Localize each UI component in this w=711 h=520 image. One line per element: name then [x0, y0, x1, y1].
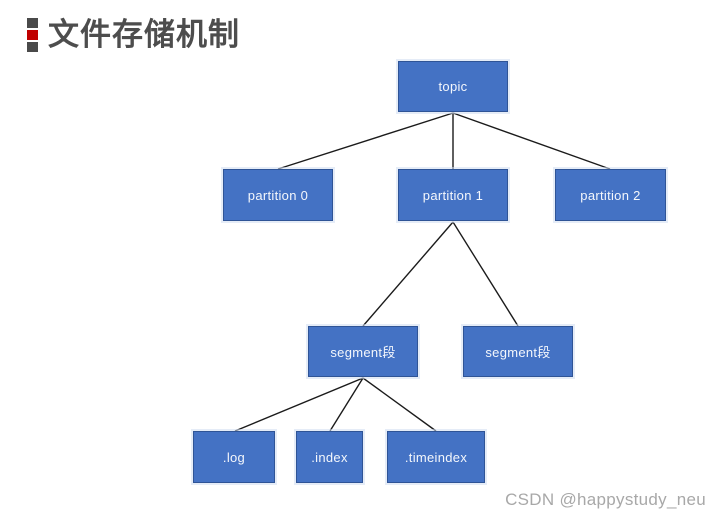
bullet-square-gray-bottom	[27, 42, 38, 52]
bullet-square-gray-top	[27, 18, 38, 28]
title-bullet-icon	[27, 18, 38, 52]
page-title: 文件存储机制	[48, 17, 240, 52]
edge-partition1-segmentL	[362, 221, 454, 327]
node-segment-right: segment段	[463, 326, 573, 377]
node-log: .log	[193, 431, 275, 483]
node-partition-0: partition 0	[223, 169, 333, 221]
node-timeindex: .timeindex	[387, 431, 485, 483]
node-partition-1: partition 1	[398, 169, 508, 221]
node-segment-left: segment段	[308, 326, 418, 377]
node-partition-2: partition 2	[555, 169, 666, 221]
edge-topic-partition2	[452, 112, 611, 170]
edge-partition1-segmentR	[452, 221, 519, 327]
edge-topic-partition0	[277, 112, 454, 170]
section-header: 文件存储机制	[27, 16, 240, 54]
node-index: .index	[296, 431, 363, 483]
edge-segmentL-log	[234, 377, 364, 432]
edge-segmentL-index	[329, 377, 364, 432]
watermark: CSDN @happystudy_neu	[505, 490, 706, 509]
edge-segmentL-timeindex	[362, 377, 437, 432]
node-topic: topic	[398, 61, 508, 112]
bullet-square-red	[27, 30, 38, 40]
